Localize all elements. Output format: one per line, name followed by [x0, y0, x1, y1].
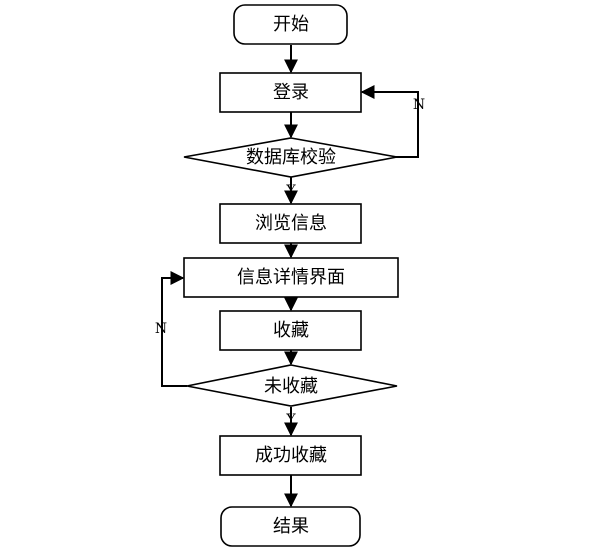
db-check-no-label: N	[413, 97, 425, 113]
end-node: 结果	[220, 506, 361, 547]
not-favorited-decision: 未收藏	[186, 364, 398, 407]
start-node: 开始	[233, 4, 348, 45]
edge-db-check-no-loop	[360, 85, 419, 158]
not-favorited-no-label: N	[155, 321, 167, 337]
favorite-node: 收藏	[219, 310, 362, 351]
success-label: 成功收藏	[255, 445, 327, 466]
edge-not-favorited-no-loop	[161, 271, 187, 387]
login-label: 登录	[273, 82, 309, 103]
not-favorited-label: 未收藏	[264, 376, 318, 397]
detail-node: 信息详情界面	[183, 257, 399, 298]
detail-label: 信息详情界面	[237, 267, 345, 288]
success-node: 成功收藏	[219, 435, 362, 476]
browse-label: 浏览信息	[255, 213, 327, 234]
end-label: 结果	[273, 516, 309, 537]
db-check-yes-label: Y	[285, 183, 296, 199]
browse-node: 浏览信息	[219, 203, 362, 244]
db-check-decision: 数据库校验	[183, 137, 398, 178]
favorite-label: 收藏	[273, 320, 309, 341]
start-label: 开始	[273, 14, 309, 35]
db-check-label: 数据库校验	[246, 147, 336, 168]
login-node: 登录	[219, 72, 362, 113]
not-favorited-yes-label: Y	[285, 412, 296, 428]
